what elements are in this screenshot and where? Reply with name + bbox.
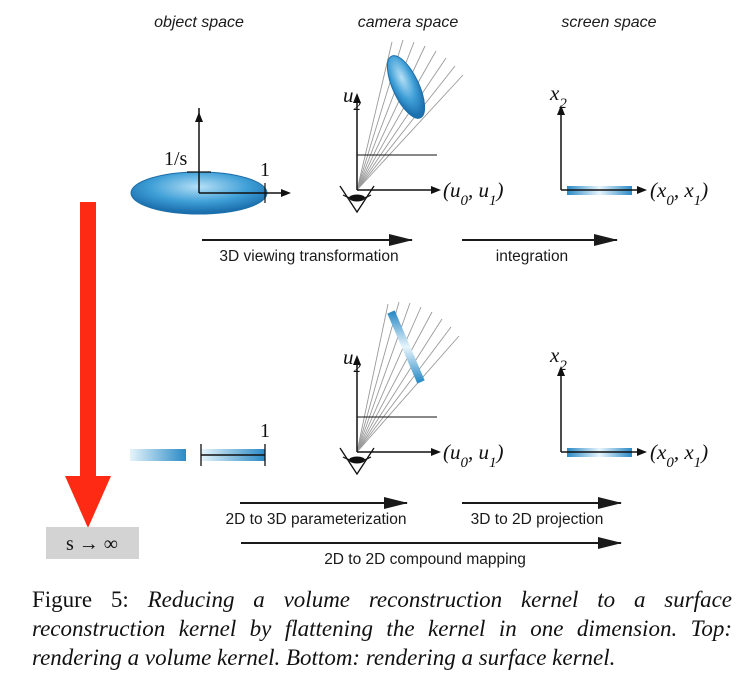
bottom-object-space: 1	[130, 420, 270, 466]
limit-box	[46, 527, 139, 559]
label-3d-viewing-transformation: 3D viewing transformation	[219, 248, 398, 265]
screen-x2-arrowhead-bottom	[557, 366, 565, 376]
flattening-arrow	[65, 202, 111, 528]
screen-x2-label-top: x2	[549, 81, 567, 112]
unit-label-top: 1	[260, 159, 270, 181]
camera-u2-label-bottom: u2	[343, 345, 362, 376]
screen-x2-arrowhead-top	[557, 105, 565, 115]
camera-u2-arrowhead-top	[353, 93, 361, 103]
header-screen-space: screen space	[561, 14, 656, 31]
screen-x01-arrowhead-bottom	[637, 448, 647, 456]
caption-text: Reducing a volume reconstruction kernel …	[32, 587, 732, 670]
camera-u01-arrowhead-bottom	[431, 448, 441, 456]
eye-icon	[339, 185, 375, 214]
label-3d-to-2d-projection: 3D to 2D projection	[471, 511, 604, 528]
top-camera-space: u2 (u0, u1)	[339, 39, 504, 214]
bottom-view-rays	[356, 301, 460, 453]
surface-kernel-left	[130, 449, 186, 461]
screen-x01-label-bottom: (x0, x1)	[650, 440, 708, 471]
transformed-surface-kernel	[387, 310, 425, 384]
scale-label: 1/s	[164, 148, 188, 170]
bottom-screen-space: x2 (x0, x1)	[549, 343, 708, 471]
top-screen-space: x2 (x0, x1)	[549, 81, 708, 209]
camera-u2-label-top: u2	[343, 83, 362, 114]
object-x-arrowhead	[281, 189, 291, 197]
unit-label-bottom: 1	[260, 420, 270, 442]
limit-box-label: s → ∞	[66, 533, 118, 555]
label-2d-to-2d-compound-mapping: 2D to 2D compound mapping	[324, 551, 526, 568]
header-camera-space: camera space	[358, 14, 459, 31]
screen-x2-label-bottom: x2	[549, 343, 567, 374]
object-y-arrowhead	[195, 112, 203, 122]
caption-label: Figure 5:	[32, 587, 129, 612]
transformed-kernel-ellipse	[386, 55, 426, 119]
figure-5-diagram: object space camera space screen space 1…	[46, 14, 708, 568]
camera-u01-label-bottom: (u0, u1)	[443, 440, 504, 471]
figure-caption: Figure 5: Reducing a volume reconstructi…	[32, 585, 732, 672]
screen-x01-label-top: (x0, x1)	[650, 178, 708, 209]
header-object-space: object space	[154, 14, 244, 31]
screen-x01-arrowhead-top	[637, 186, 647, 194]
camera-u2-arrowhead-bottom	[353, 355, 361, 365]
eye-icon	[339, 447, 375, 476]
label-integration: integration	[496, 248, 568, 265]
camera-u01-arrowhead-top	[431, 186, 441, 194]
top-object-space: 1/s 1	[130, 108, 291, 215]
bottom-camera-space: u2 (u0, u1)	[339, 301, 504, 476]
camera-u01-label-top: (u0, u1)	[443, 178, 504, 209]
label-2d-to-3d-parameterization: 2D to 3D parameterization	[226, 511, 407, 528]
